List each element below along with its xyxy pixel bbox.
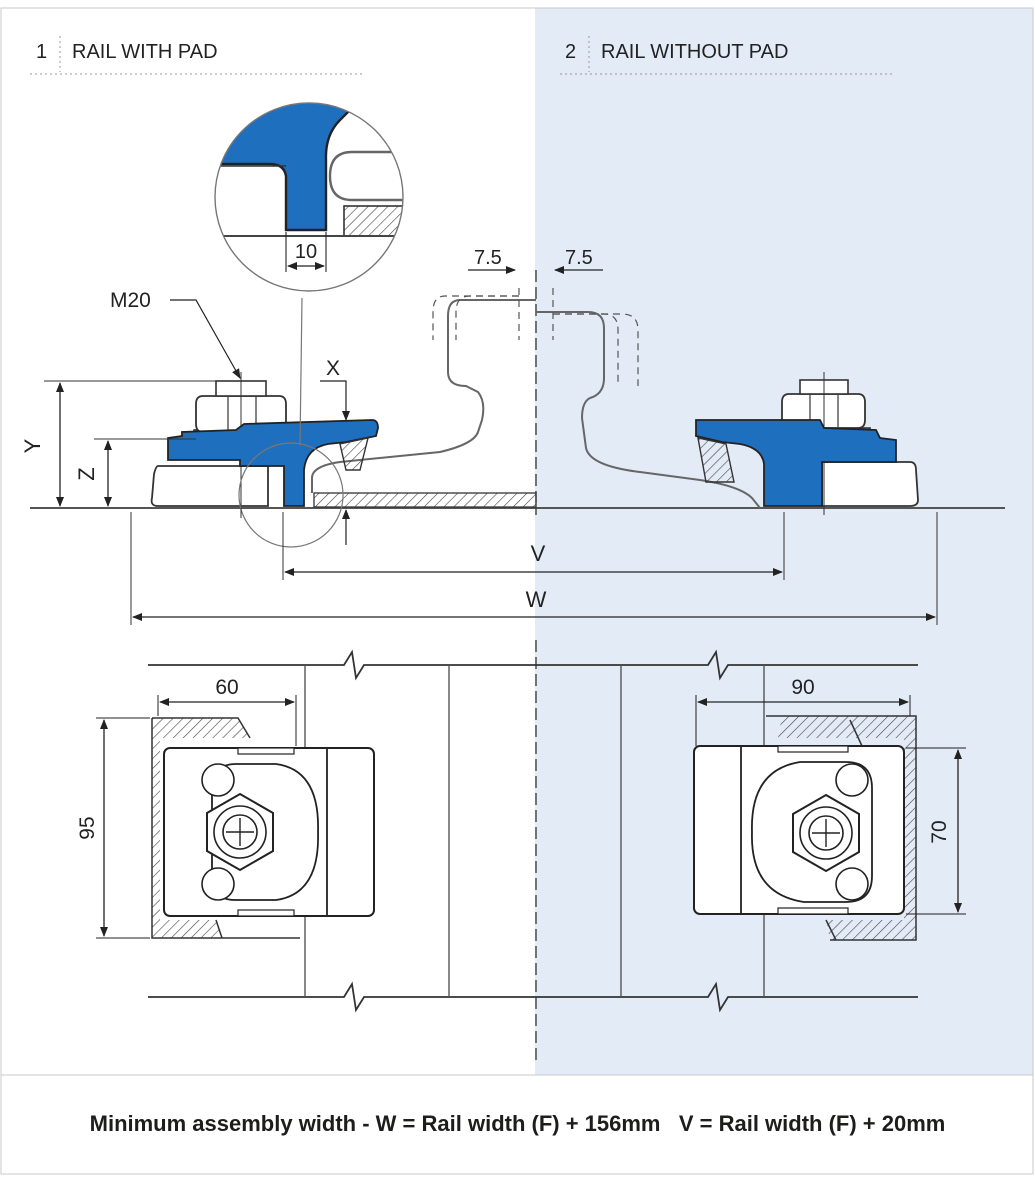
dim-offset-right-label: 7.5: [565, 247, 593, 269]
nose-left: [339, 437, 369, 471]
clamp-right: [695, 419, 897, 507]
dim-plate-right-height-label: 70: [928, 820, 951, 843]
dim-z-label: Z: [74, 467, 99, 480]
base-plate-left: [150, 465, 269, 507]
dim-m20-label: M20: [110, 289, 151, 312]
plan-plate-right: [693, 715, 917, 941]
nose-right: [697, 437, 735, 483]
detail-marker-circle: [238, 442, 344, 548]
elevation-view: Y Z V W M20 X 7.5 7.5: [20, 247, 1005, 625]
section-2-title: RAIL WITHOUT PAD: [601, 41, 788, 63]
dim-plate-left-width-label: 60: [215, 676, 238, 699]
rail-profile-left: [311, 299, 536, 493]
section-2-number: 2: [565, 41, 576, 63]
base-plate-right: [821, 461, 919, 507]
dim-plate-right-width-label: 90: [791, 676, 814, 699]
assembly-width-caption: Minimum assembly width - W = Rail width …: [0, 1074, 1035, 1174]
dim-y-label: Y: [20, 438, 45, 453]
section-2-header: 2 RAIL WITHOUT PAD: [560, 36, 893, 75]
dim-v-label: V: [531, 541, 546, 566]
section-1-header: 1 RAIL WITH PAD: [30, 36, 365, 75]
detail-zoom: 10: [214, 102, 404, 292]
caption-v-formula: V = Rail width (F) + 20mm: [678, 1111, 946, 1136]
dim-plate-left-height-label: 95: [76, 816, 99, 839]
plan-view: 60 90 95 70: [76, 640, 966, 1060]
dim-w-label: W: [526, 587, 547, 612]
dim-detail-gap-label: 10: [295, 241, 317, 263]
rail-pad: [313, 492, 537, 508]
dim-x-label: X: [326, 357, 340, 380]
plan-plate-left: [151, 717, 375, 939]
caption-width-formula: Minimum assembly width - W = Rail width …: [89, 1111, 661, 1136]
detail-circle: [214, 102, 404, 292]
dim-offset-left-label: 7.5: [474, 247, 502, 269]
clamp-left: [167, 419, 379, 507]
outer-border: [0, 7, 1034, 1175]
section-1-title: RAIL WITH PAD: [72, 41, 218, 63]
section-1-number: 1: [36, 41, 47, 63]
